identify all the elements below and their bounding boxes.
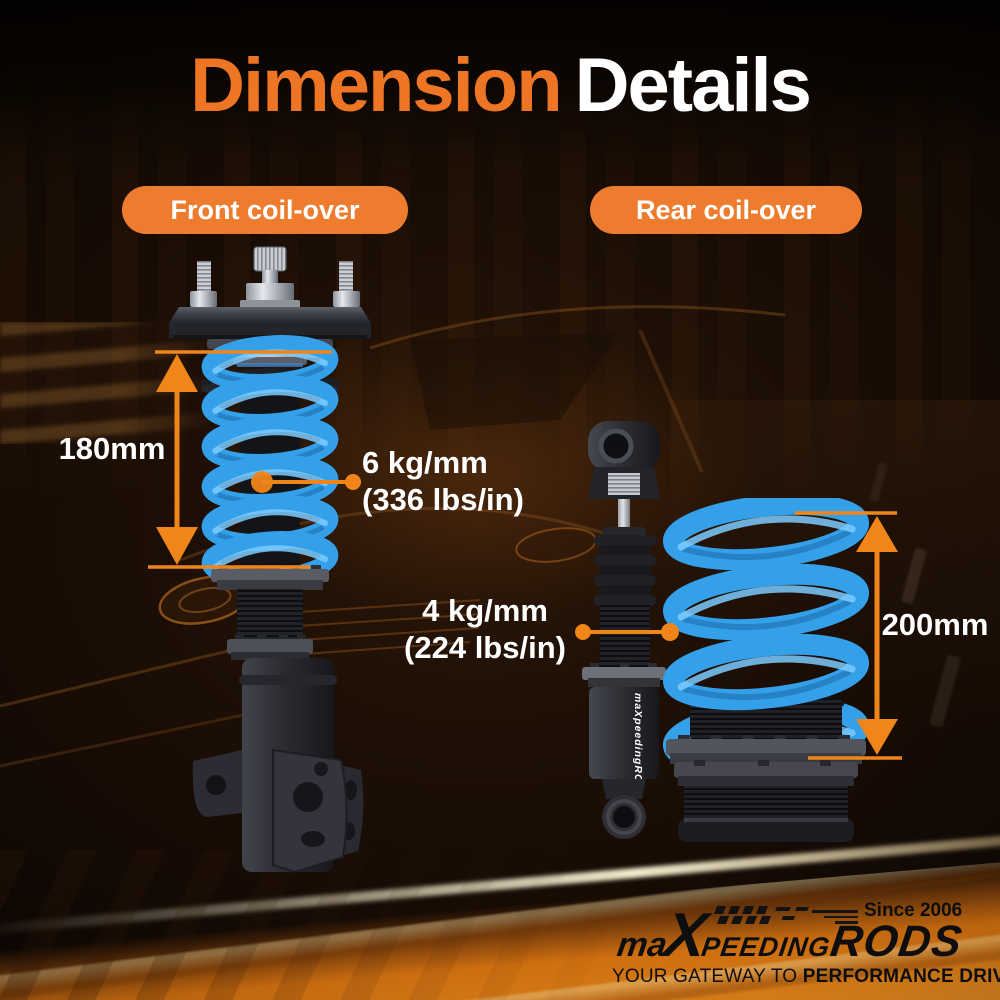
title-dimension: Dimension (190, 43, 562, 128)
brand-tagline: YOUR GATEWAY TO PERFORMANCE DRIVING (612, 966, 1000, 988)
badge-front-label: Front coil-over (170, 194, 360, 225)
rear-spring-rate-label: 4 kg/mm (224 lbs/in) (392, 592, 578, 666)
rear-height-label: 200mm (881, 607, 989, 642)
rear-rate-lbs: (224 lbs/in) (404, 630, 566, 665)
front-spring-rate-label: 6 kg/mm (336 lbs/in) (362, 444, 582, 518)
rear-rate-kg: 4 kg/mm (422, 593, 548, 628)
front-rate-lbs: (336 lbs/in) (362, 482, 524, 517)
title-details: Details (574, 43, 812, 128)
badge-rear-coilover: Rear coil-over (590, 186, 862, 234)
tagline-bold: PERFORMANCE DRIVING (802, 966, 1000, 987)
front-rate-kg: 6 kg/mm (362, 445, 488, 480)
badge-rear-label: Rear coil-over (635, 194, 817, 225)
front-rate-leader (251, 471, 361, 493)
rear-rate-leader (575, 623, 679, 641)
badge-front-coilover: Front coil-over (122, 186, 408, 234)
brand-peeding: PEEDING (699, 932, 833, 962)
front-height-label: 180mm (58, 431, 166, 466)
brand-rods: RODS (827, 917, 966, 966)
tagline-normal: YOUR GATEWAY TO (612, 966, 803, 987)
